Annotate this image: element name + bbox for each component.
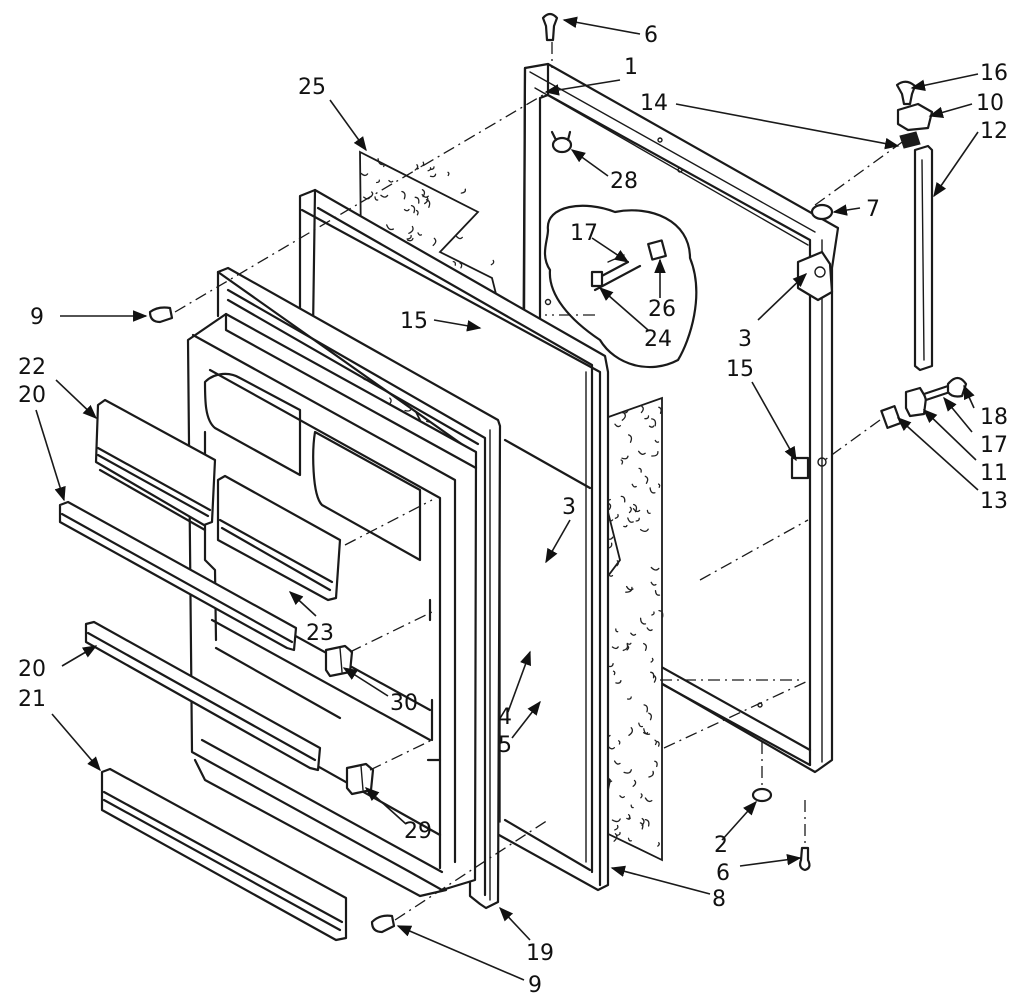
callout-18: 18 [980, 405, 1008, 430]
callout-12: 12 [980, 119, 1008, 144]
screw-part-17 [922, 384, 952, 402]
screw-part-6-top [541, 12, 559, 42]
spacer-part-13 [880, 405, 902, 429]
callout-23: 23 [306, 621, 334, 646]
callout-4: 4 [498, 705, 512, 730]
callout-29: 29 [404, 819, 432, 844]
callout-3-bracket: 3 [562, 495, 576, 520]
callout-15-panel: 15 [726, 357, 754, 382]
door-shelf-part-21 [100, 767, 348, 942]
handle-end-cap-part-14 [899, 131, 921, 149]
callout-9-top: 9 [30, 305, 44, 330]
plug-part-28 [550, 130, 573, 154]
handle-end-cap-part-11 [904, 386, 928, 418]
leader-arrows [35, 16, 979, 981]
callout-20-lower: 20 [18, 657, 46, 682]
callout-30: 30 [390, 691, 418, 716]
callout-13: 13 [980, 489, 1008, 514]
callout-17-cutaway: 17 [570, 221, 598, 246]
callout-11: 11 [980, 461, 1008, 486]
door-shelf-part-22 [94, 398, 217, 532]
callout-24: 24 [644, 327, 672, 352]
callout-6-top: 6 [644, 23, 658, 48]
screw-part-9-bottom [370, 914, 396, 934]
screw-part-18 [946, 376, 968, 398]
screw-part-9-top [148, 306, 174, 324]
callout-25: 25 [298, 75, 326, 100]
callout-17-right: 17 [980, 433, 1008, 458]
callout-21: 21 [18, 687, 46, 712]
callout-labels: 6 1 25 14 28 16 10 12 7 17 26 24 9 15 3 … [18, 23, 1008, 998]
alignment-lines [174, 42, 906, 921]
callout-16: 16 [980, 61, 1008, 86]
handle-bar-part-12 [913, 144, 934, 372]
callout-8: 8 [712, 887, 726, 912]
callout-9-bottom: 9 [528, 973, 542, 998]
callout-19: 19 [526, 941, 554, 966]
handle-mount-cutaway [543, 204, 698, 369]
screw-part-16 [895, 80, 917, 106]
callout-15-liner: 15 [400, 309, 428, 334]
callout-26: 26 [648, 297, 676, 322]
plug-part-7 [810, 203, 834, 221]
callout-6-bottom: 6 [716, 861, 730, 886]
callout-28: 28 [610, 169, 638, 194]
screw-part-6-bottom [799, 846, 811, 872]
callout-10: 10 [976, 91, 1004, 116]
callout-14: 14 [640, 91, 668, 116]
bumper-part-2 [751, 787, 773, 803]
callout-1: 1 [624, 55, 638, 80]
callout-3-hinge: 3 [738, 327, 752, 352]
callout-2: 2 [714, 833, 728, 858]
callout-20-upper: 20 [18, 383, 46, 408]
shelf-clip-part-29 [345, 762, 375, 796]
shelf-bar-part-20-upper [58, 500, 298, 652]
shelf-bar-part-20-lower [84, 620, 322, 772]
callout-5: 5 [498, 733, 512, 758]
callout-7: 7 [866, 197, 880, 222]
shelf-rail-part-23 [216, 474, 342, 602]
handle-end-cap-part-10 [896, 102, 934, 132]
callout-22: 22 [18, 355, 46, 380]
